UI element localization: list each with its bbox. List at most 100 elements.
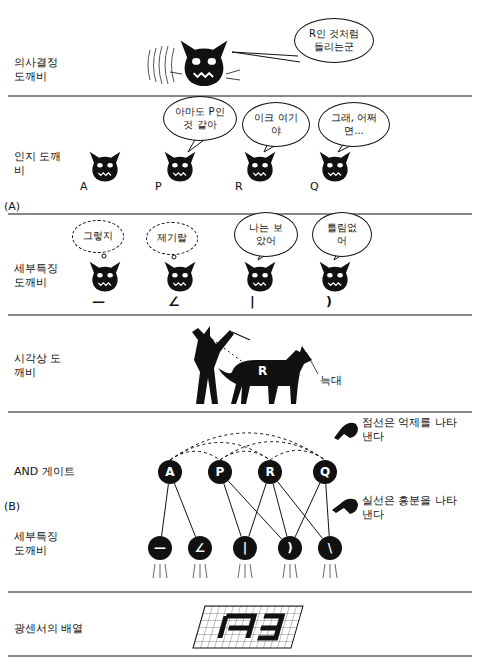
speech-bubble: 아마도 P인것 같아 bbox=[163, 96, 237, 141]
separator-lines-part bbox=[8, 96, 472, 97]
feature-detector: | bbox=[233, 536, 257, 560]
node-text: 그렇지 bbox=[83, 230, 113, 243]
separator-lines-part bbox=[8, 315, 472, 316]
feature-detector: — bbox=[148, 536, 172, 560]
cognitive-demons-part bbox=[245, 152, 276, 182]
inhibition-arc bbox=[170, 443, 270, 461]
sensor-rays-part bbox=[290, 564, 291, 578]
sensor-rays-part bbox=[200, 564, 201, 578]
sensor-rays-part bbox=[153, 564, 155, 578]
node-text: ∠ bbox=[195, 542, 206, 554]
sensor-rays bbox=[153, 564, 337, 578]
excitation-line bbox=[174, 483, 195, 537]
sensor-rays-part bbox=[160, 564, 161, 578]
decision-demon-part bbox=[148, 46, 174, 84]
feature-demons-part bbox=[102, 254, 176, 259]
node-text: 나는 보았어 bbox=[245, 222, 287, 247]
decision-demon-part-part bbox=[170, 72, 182, 74]
sensor-rays-part bbox=[335, 564, 337, 578]
sensor-rays-part bbox=[238, 564, 240, 578]
feature-demons bbox=[90, 250, 351, 291]
feature-demons-part bbox=[245, 262, 276, 292]
thought-bubble: 제기랄 bbox=[146, 222, 198, 255]
feature-demons-part bbox=[165, 262, 196, 292]
and-gate: Q bbox=[313, 460, 337, 484]
sensor-rays-part bbox=[323, 564, 325, 578]
thought-bubble: 그렇지 bbox=[72, 220, 124, 253]
sensor-rays-part bbox=[330, 564, 331, 578]
feature-demons-part bbox=[320, 262, 351, 292]
image-demon-and-wolf bbox=[192, 326, 318, 404]
letter-label: R bbox=[235, 180, 243, 194]
excitation-line bbox=[228, 481, 282, 539]
callout-note: 실선은 흥분을 나타낸다 bbox=[362, 494, 460, 523]
decision-demon-part bbox=[232, 52, 300, 62]
node-text: P bbox=[216, 466, 225, 478]
photosensor-array-part bbox=[220, 616, 282, 638]
level-label: 의사결정 도깨비 bbox=[14, 56, 72, 85]
decision-demon-part bbox=[181, 41, 228, 87]
node-text: 이크 여기야 bbox=[253, 112, 299, 137]
feature-detector: \ bbox=[318, 536, 342, 560]
node-text: 틀림없어 bbox=[323, 222, 361, 247]
photosensor-array-part bbox=[193, 606, 303, 648]
separator-lines-part bbox=[8, 412, 472, 413]
and-gate: P bbox=[208, 460, 232, 484]
image-demon-and-wolf-part bbox=[218, 346, 312, 404]
node-text: 아마도 P인것 같아 bbox=[174, 106, 226, 131]
node-text: ) bbox=[287, 542, 292, 554]
separator-lines-part bbox=[8, 214, 472, 215]
separator-lines-part bbox=[8, 592, 472, 593]
pointing-hands-part bbox=[334, 423, 358, 440]
feature-symbol: | bbox=[250, 294, 255, 311]
annotation: 늑대 bbox=[320, 374, 342, 388]
feature-symbol: ∠ bbox=[168, 294, 180, 311]
node-text: — bbox=[154, 542, 166, 554]
feature-symbol: — bbox=[92, 294, 105, 311]
node-text: A bbox=[165, 466, 174, 478]
decision-demon-part bbox=[170, 70, 240, 80]
sensor-rays-part bbox=[165, 564, 167, 578]
speech-bubble: 그래, 어쩌면... bbox=[318, 102, 390, 147]
node-text: 그래, 어쩌면... bbox=[329, 112, 379, 137]
sensor-rays-part bbox=[283, 564, 285, 578]
node-text: R인 것처럼 들리는군 bbox=[305, 28, 363, 53]
feature-demons-part bbox=[90, 262, 121, 292]
node-text: R bbox=[265, 466, 274, 478]
pointing-hands-part bbox=[332, 499, 358, 514]
feature-detector: ) bbox=[278, 536, 302, 560]
level-label: 인지 도깨비 bbox=[14, 150, 66, 179]
decision-demon bbox=[148, 41, 300, 87]
node-text: 제기랄 bbox=[157, 232, 187, 245]
speech-bubble: 나는 보았어 bbox=[234, 212, 298, 257]
inhibition-arc bbox=[170, 433, 325, 460]
excitation-line bbox=[326, 484, 329, 536]
decision-demon-part-part bbox=[172, 48, 175, 82]
decision-demon-part-part bbox=[148, 50, 150, 80]
inhibition-arc bbox=[220, 442, 325, 460]
image-demon-and-wolf-part bbox=[192, 326, 234, 404]
excitation-line bbox=[224, 483, 242, 536]
image-demon-and-wolf-part bbox=[232, 332, 250, 340]
feature-symbol: ) bbox=[326, 294, 332, 311]
node-text: | bbox=[243, 542, 247, 554]
inhibition-arc bbox=[270, 450, 325, 460]
cognitive-demons bbox=[90, 138, 354, 181]
dog-letter: R bbox=[258, 364, 267, 380]
feature-detector: ∠ bbox=[188, 536, 212, 560]
node-text: Q bbox=[320, 466, 330, 478]
decision-demon-part-part bbox=[165, 46, 168, 84]
panel-label: (A) bbox=[4, 200, 20, 214]
level-label: 세부특징 도깨비 bbox=[14, 262, 72, 291]
speech-bubble: 이크 여기야 bbox=[242, 102, 310, 147]
feature-demons-part-part bbox=[102, 254, 106, 258]
decision-demon-part-part bbox=[226, 78, 240, 80]
callout-note: 점선은 억제를 나타낸다 bbox=[362, 416, 460, 445]
letter-label: A bbox=[80, 180, 88, 194]
cognitive-demons-part bbox=[320, 152, 351, 182]
image-demon-and-wolf-part bbox=[306, 352, 318, 374]
level-label: AND 게이트 bbox=[14, 465, 75, 479]
letter-label: P bbox=[155, 180, 162, 194]
sensor-rays-part bbox=[245, 564, 246, 578]
